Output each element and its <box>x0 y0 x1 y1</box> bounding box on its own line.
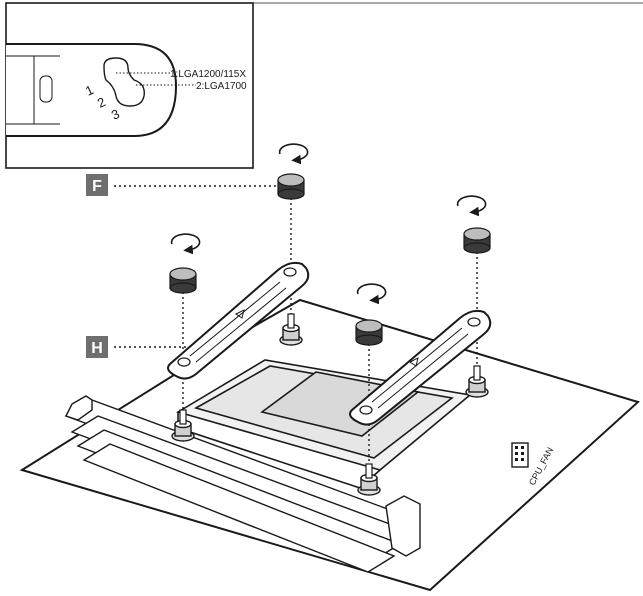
socket-option-1: 1:LGA1200/115X <box>170 69 246 80</box>
standoff-screw-icon <box>357 463 381 496</box>
standoff-screw-icon <box>279 313 303 346</box>
callout-h: H <box>86 336 108 358</box>
callout-f-label: F <box>92 178 102 195</box>
standoffs <box>171 313 489 496</box>
ram-slots <box>64 395 421 573</box>
thumb-nut-icon <box>463 227 491 254</box>
rotate-arrow-icon <box>278 143 309 165</box>
callout-f: F <box>86 174 108 196</box>
thumb-nut-icon <box>355 319 383 346</box>
mounting-bracket-left <box>167 261 310 380</box>
thumb-nut-icon <box>169 267 197 294</box>
socket-option-2: 2:LGA1700 <box>196 81 247 92</box>
rotate-arrow-icon <box>456 195 487 217</box>
inset-slot <box>103 57 145 107</box>
ram-latch-left <box>65 395 93 421</box>
mounting-bracket-right <box>349 309 492 426</box>
ram-slot-4 <box>82 443 396 573</box>
rotation-arrows <box>170 143 487 305</box>
ram-latch-right <box>385 495 421 557</box>
thumb-nut-icon <box>277 173 305 200</box>
rotate-arrow-icon <box>356 283 387 305</box>
thumb-nuts <box>169 173 491 346</box>
rotate-arrow-icon <box>170 233 201 255</box>
inset-detail: 1 2 3 1:LGA1200/115X 2:LGA1700 <box>5 2 254 169</box>
standoff-screw-icon <box>465 365 489 398</box>
callout-h-label: H <box>91 340 103 357</box>
standoff-screw-icon <box>171 409 195 442</box>
inset-bracket <box>6 43 178 137</box>
